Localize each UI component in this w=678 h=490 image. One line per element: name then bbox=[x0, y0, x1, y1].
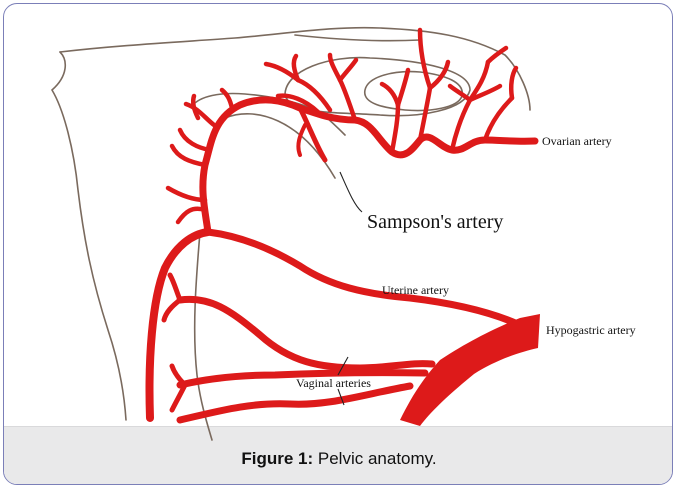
caption-text: Pelvic anatomy. bbox=[313, 449, 436, 468]
vaginal-artery-lower bbox=[180, 386, 410, 420]
figure-caption: Figure 1: Pelvic anatomy. bbox=[0, 449, 678, 469]
sampsons-artery-label: Sampson's artery bbox=[367, 211, 503, 233]
caption-prefix: Figure 1: bbox=[241, 449, 313, 468]
vaginal-branch bbox=[172, 385, 185, 410]
upper-curve bbox=[295, 35, 420, 41]
uterine-artery bbox=[208, 232, 530, 330]
ovarian-arcade-branch bbox=[450, 86, 470, 100]
ovarian-arcade-branch bbox=[340, 60, 356, 80]
vaginal-branch bbox=[164, 300, 180, 320]
ovarian-arcade-branch bbox=[485, 98, 512, 140]
ligament-line bbox=[195, 232, 212, 440]
hypogastric-artery-label: Hypogastric artery bbox=[546, 323, 636, 337]
vaginal-branch bbox=[170, 275, 180, 300]
ovarian-arcade-branch bbox=[398, 70, 408, 105]
ovarian-arcade-branch bbox=[382, 84, 398, 105]
branch bbox=[186, 104, 214, 125]
branch bbox=[222, 90, 232, 108]
sampsons-artery-branch bbox=[298, 125, 305, 155]
ovarian-arcade-branch bbox=[392, 105, 398, 152]
ovarian-artery-label: Ovarian artery bbox=[542, 134, 612, 148]
ovarian-arcade-branch bbox=[511, 68, 516, 98]
branch bbox=[193, 96, 198, 118]
vaginal-artery-upper bbox=[180, 299, 432, 368]
ovarian-arcade-branch bbox=[294, 56, 298, 80]
sampson-leader bbox=[340, 172, 362, 212]
ascending-uterine-artery bbox=[203, 100, 300, 232]
branch bbox=[178, 209, 205, 222]
uterine-artery-label: Uterine artery bbox=[382, 283, 449, 297]
ovary-inner-outline bbox=[365, 72, 463, 111]
uterus-outline-left bbox=[52, 52, 126, 420]
vaginal-arteries-label: Vaginal arteries bbox=[296, 376, 371, 390]
ovarian-arcade-branch bbox=[420, 30, 430, 88]
branch bbox=[180, 130, 210, 150]
